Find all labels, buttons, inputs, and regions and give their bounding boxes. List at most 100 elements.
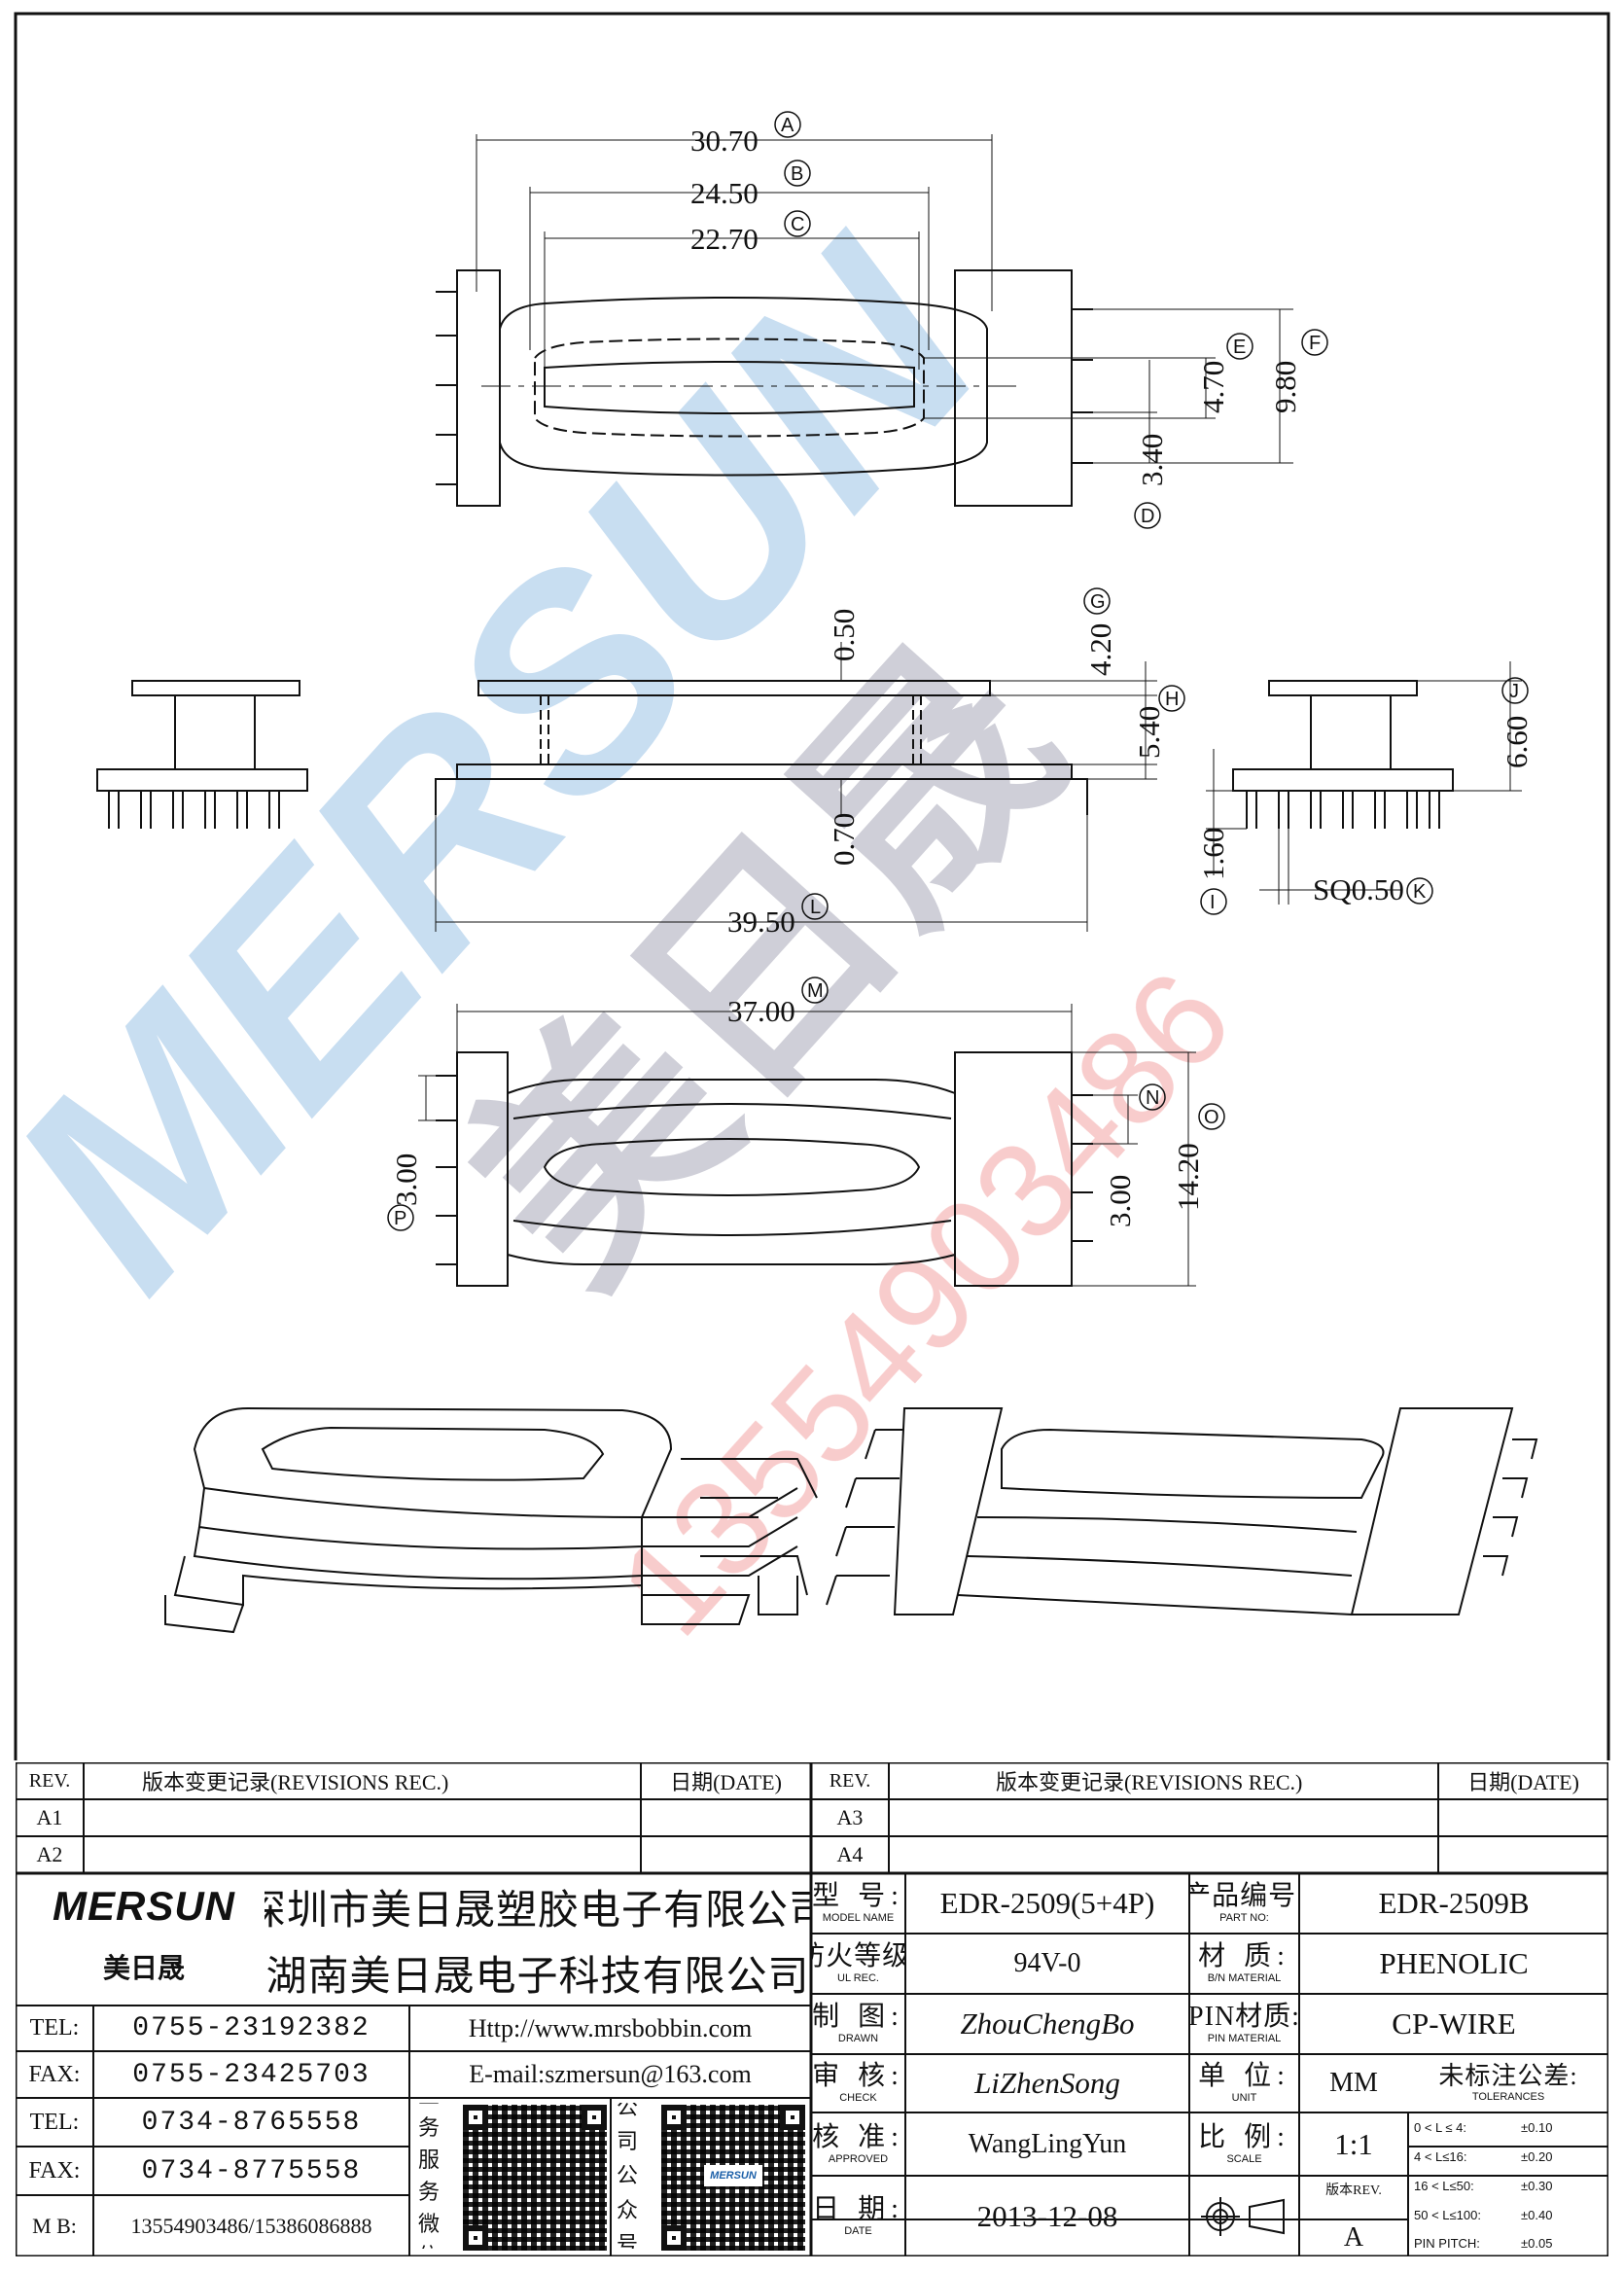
dim-c-value: 22.70 <box>690 222 759 256</box>
dim-h-value: 5.40 <box>1132 706 1166 759</box>
svg-text:J: J <box>1509 681 1519 702</box>
rev-row-a1: A1 <box>36 1805 63 1829</box>
tag-letters: A B C D E F G H I J K L M N O P <box>394 115 1519 1229</box>
tag-circles <box>387 111 1529 1231</box>
contact-label-tel-2: TEL: <box>29 2109 80 2135</box>
dim-d-value: 3.40 <box>1135 434 1169 486</box>
dim-bottom-plate: 0.70 <box>827 813 861 866</box>
dim-n-value: 3.00 <box>1103 1175 1137 1227</box>
top-view-pins-right <box>1072 308 1093 464</box>
tol-range-4: 50 < L≤100: <box>1414 2207 1481 2222</box>
svg-text:C: C <box>791 214 804 235</box>
qr-code-wechat[interactable] <box>463 2105 607 2251</box>
pin-material-value: CP-WIRE <box>1392 2006 1516 2041</box>
drawn-label: 制 图:DRAWN <box>812 2002 904 2044</box>
side-view-center <box>435 642 1157 932</box>
check-label: 审 核:CHECK <box>812 2061 904 2104</box>
check-value: LiZhenSong <box>974 2066 1120 2100</box>
dim-g-value: 4.20 <box>1083 623 1117 676</box>
tolerance-label: 未标注公差:TOLERANCES <box>1438 2062 1578 2103</box>
contact-label-tel-1: TEL: <box>29 2015 80 2041</box>
company-name-2: 湖南美日晟电子科技有限公司 <box>265 1954 810 2000</box>
contact-value-tel-2: 0734-8765558 <box>141 2107 362 2138</box>
dim-i-value: 1.60 <box>1196 828 1230 880</box>
website[interactable]: Http://www.mrsbobbin.com <box>468 2013 753 2042</box>
email[interactable]: E-mail:szmersun@163.com <box>469 2060 752 2088</box>
svg-text:G: G <box>1090 591 1106 613</box>
svg-text:B: B <box>791 163 803 185</box>
svg-text:K: K <box>1413 881 1427 903</box>
rev-header-left: REV. <box>28 1769 71 1792</box>
revision-label: 版本REV. <box>1325 2183 1382 2198</box>
part-no-label: 产品编号:PART NO: <box>1189 1881 1299 1924</box>
bottom-view <box>418 1004 1196 1287</box>
company-name-1: 深圳市美日晟塑胶电子有限公司 <box>265 1888 811 1934</box>
company-logo: MERSUN <box>52 1883 235 1929</box>
title-block: REV. 版本变更记录(REVISIONS REC.) 日期(DATE) A1 … <box>16 1762 1608 2256</box>
svg-text:P: P <box>394 1208 406 1229</box>
projection-symbol <box>1189 2176 1299 2256</box>
scale-label: 比 例:SCALE <box>1198 2121 1290 2165</box>
approved-value: WangLingYun <box>968 2128 1127 2159</box>
drawn-value: ZhouChengBo <box>960 2006 1135 2041</box>
dim-m-value: 37.00 <box>727 994 795 1028</box>
rev-row-a3: A3 <box>836 1805 864 1829</box>
scale-value: 1:1 <box>1334 2126 1373 2161</box>
dim-b-value: 24.50 <box>690 176 759 210</box>
tol-range-1: 0 < L ≤ 4: <box>1414 2119 1466 2135</box>
tol-range-2: 4 < L≤16: <box>1414 2148 1467 2164</box>
model-label: 型 号:MODEL NAME <box>812 1881 904 1924</box>
date-header-left: 日期(DATE) <box>670 1770 782 1794</box>
company-logo-cn: 美日晟 <box>102 1952 185 1984</box>
dim-a-value: 30.70 <box>690 124 759 158</box>
contact-label-mobile: M B: <box>32 2213 77 2238</box>
rev-header-right: REV. <box>829 1769 871 1792</box>
top-view-pins-left <box>436 291 457 485</box>
svg-text:F: F <box>1309 333 1321 354</box>
svg-text:L: L <box>810 897 821 918</box>
date-header-right: 日期(DATE) <box>1467 1770 1579 1794</box>
svg-text:O: O <box>1204 1107 1219 1128</box>
unit-value: MM <box>1329 2068 1378 2098</box>
date-label: 日 期:DATE <box>812 2193 904 2237</box>
unit-label: 单 位:UNIT <box>1198 2061 1290 2104</box>
tol-value-3: ±0.30 <box>1521 2178 1553 2193</box>
svg-text:M: M <box>807 980 824 1002</box>
rev-row-a2: A2 <box>36 1842 63 1866</box>
contact-label-fax-1: FAX: <box>28 2061 81 2087</box>
tol-range-5: PIN PITCH: <box>1414 2235 1480 2251</box>
revisions-header-left: 版本变更记录(REVISIONS REC.) <box>142 1770 449 1794</box>
date-value: 2013-12-08 <box>976 2198 1118 2233</box>
dim-e-value: 4.70 <box>1196 361 1230 413</box>
approved-label: 核 准:APPROVED <box>812 2121 904 2165</box>
tol-value-1: ±0.10 <box>1521 2119 1553 2135</box>
top-view <box>436 134 1293 507</box>
contact-value-mobile: 13554903486/15386086888 <box>130 2213 372 2238</box>
svg-text:H: H <box>1165 689 1179 710</box>
sheet-frame <box>14 12 1610 1760</box>
material-value: PHENOLIC <box>1379 1946 1529 1980</box>
contact-value-fax-1: 0755-23425703 <box>132 2059 371 2090</box>
pin-material-label: PIN材质:PIN MATERIAL <box>1189 2002 1299 2044</box>
first-angle-projection-icon <box>1200 2196 1285 2236</box>
revision-value: A <box>1343 2222 1364 2253</box>
svg-text:N: N <box>1146 1087 1159 1109</box>
svg-text:A: A <box>781 115 794 136</box>
ul-value: 94V-0 <box>1013 1948 1081 1978</box>
material-label: 材 质:B/N MATERIAL <box>1198 1941 1290 1984</box>
part-no-value: EDR-2509B <box>1378 1886 1530 1920</box>
tol-value-2: ±0.20 <box>1521 2148 1553 2164</box>
qr-code-official[interactable]: MERSUN <box>661 2105 805 2251</box>
side-view-right <box>1206 661 1522 905</box>
tol-value-4: ±0.40 <box>1521 2207 1553 2222</box>
rev-row-a4: A4 <box>836 1842 864 1866</box>
contact-value-tel-1: 0755-23192382 <box>132 2013 371 2043</box>
dim-j-value: 6.60 <box>1500 716 1534 768</box>
dim-k-value: SQ0.50 <box>1313 872 1404 906</box>
tol-range-3: 16 < L≤50: <box>1414 2178 1474 2193</box>
qr-label-official: 公司公众号 <box>616 2103 638 2249</box>
contact-value-fax-2: 0734-8775558 <box>141 2155 362 2186</box>
dim-l-value: 39.50 <box>727 905 795 939</box>
ul-label: 防火等级:UL REC. <box>811 1941 905 1984</box>
